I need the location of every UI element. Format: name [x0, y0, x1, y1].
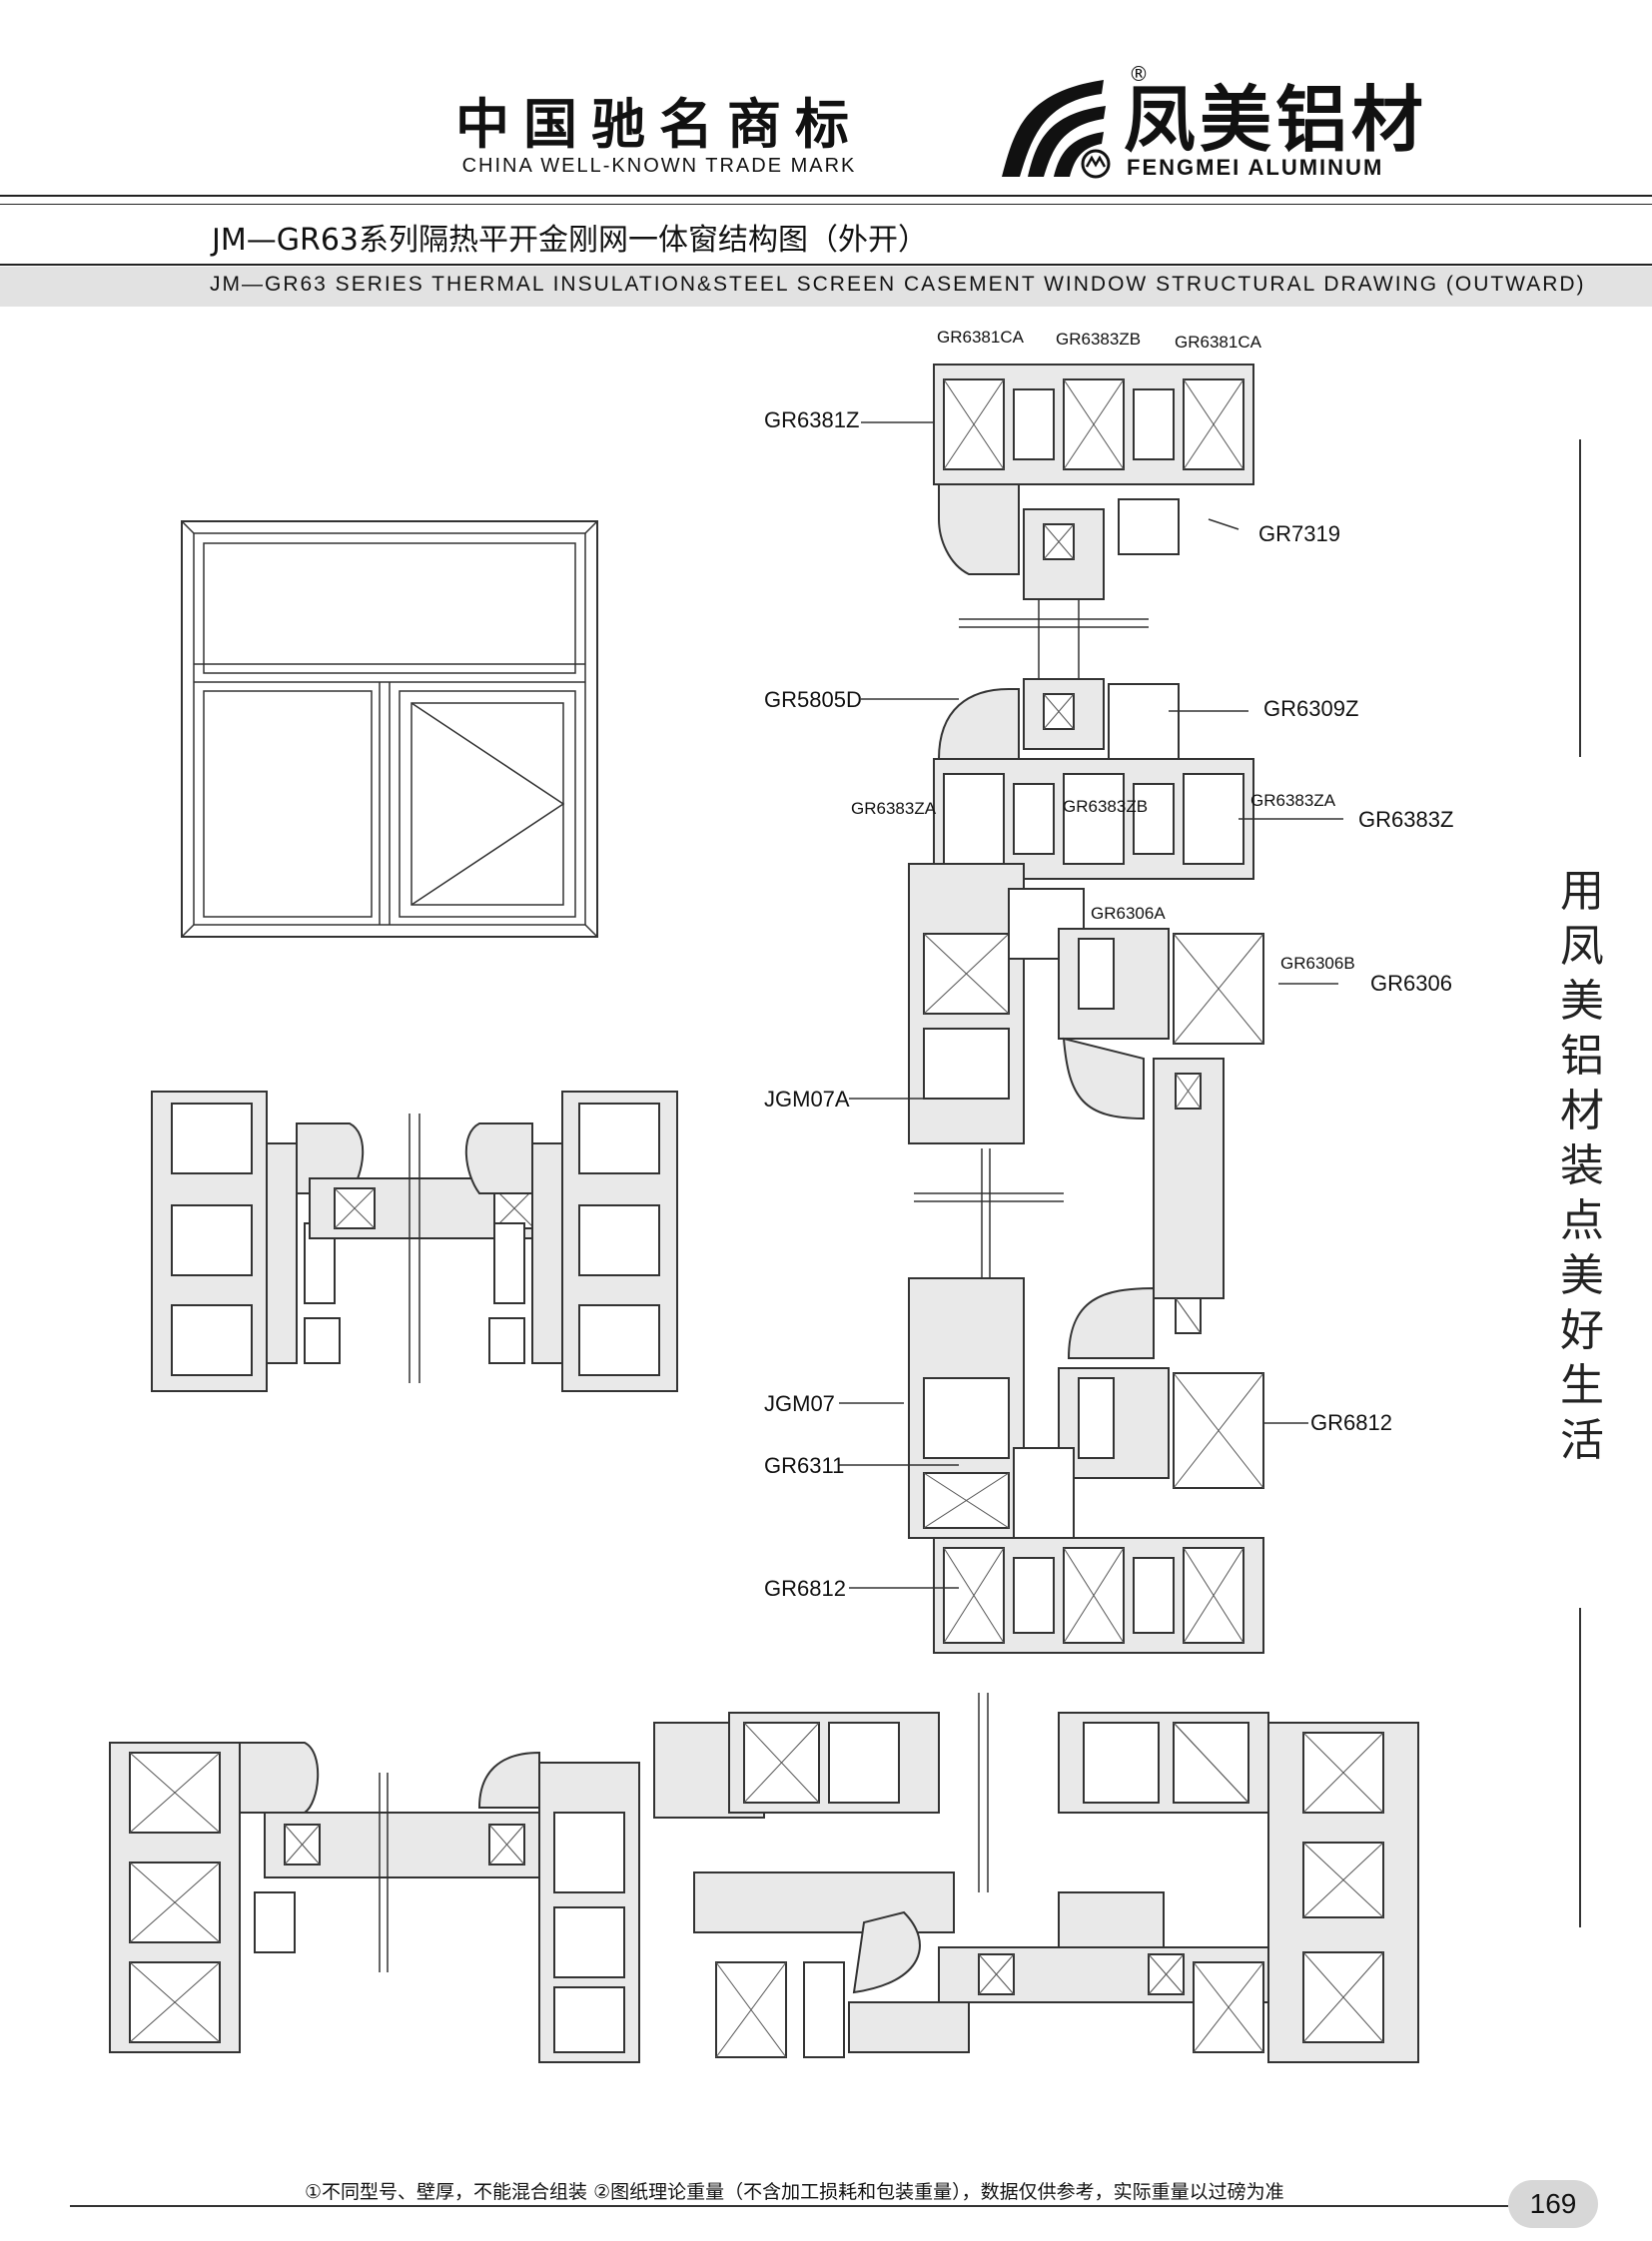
window-elevation-diagram [181, 520, 598, 938]
horizontal-section-left-diagram [151, 1091, 678, 1392]
horizontal-section-bottom-diagram [109, 1693, 1419, 2063]
trademark-block: 中国驰名商标 CHINA WELL-KNOWN TRADE MARK [439, 95, 879, 178]
footer-rule [70, 2205, 1508, 2207]
label-gr6306b: GR6306B [1280, 954, 1355, 973]
page-number: 169 [1508, 2180, 1598, 2228]
trademark-en: CHINA WELL-KNOWN TRADE MARK [461, 155, 857, 177]
side-slogan: 用凤美铝材 装点美好生活 [1560, 866, 1604, 1466]
label-gr6381ca-left: GR6381CA [937, 328, 1024, 347]
fengmei-logo-icon [1002, 80, 1111, 179]
title-en-bar [0, 267, 1652, 307]
label-gr5805d: GR5805D [764, 687, 862, 712]
label-gr7319: GR7319 [1258, 521, 1340, 546]
company-name-cn: 凤美铝材 [1124, 78, 1428, 162]
label-gr6383za-right: GR6383ZA [1250, 791, 1336, 810]
company-name-en: FENGMEI ALUMINUM [1127, 155, 1384, 180]
trademark-cn: 中国驰名商标 [455, 93, 863, 156]
label-jgm07: JGM07 [764, 1391, 835, 1416]
label-gr6383za-left: GR6383ZA [851, 799, 937, 818]
label-gr6311: GR6311 [764, 1453, 845, 1478]
title-rule [0, 264, 1652, 266]
header-rule [0, 195, 1652, 197]
footer-note: ①不同型号、壁厚，不能混合组装 ②图纸理论重量（不含加工损耗和包装重量），数据仅… [305, 2181, 1284, 2203]
vertical-section-sash-diagram [908, 863, 1264, 1654]
label-gr6306a: GR6306A [1091, 904, 1166, 923]
label-gr6381ca-right: GR6381CA [1175, 333, 1261, 352]
side-rule-top [1579, 439, 1581, 757]
label-gr6812-right: GR6812 [1310, 1410, 1392, 1435]
page-title-en: JM—GR63 SERIES THERMAL INSULATION&STEEL … [210, 273, 1586, 296]
label-gr6306: GR6306 [1370, 971, 1452, 996]
registered-mark: ® [1129, 62, 1149, 86]
label-gr6381z: GR6381Z [764, 407, 860, 432]
label-jgm07a: JGM07A [764, 1087, 850, 1112]
label-gr6383zb-top: GR6383ZB [1056, 330, 1142, 349]
vertical-section-top-diagram [933, 364, 1254, 880]
label-gr6812-left: GR6812 [764, 1576, 846, 1601]
header-rule-thin [0, 204, 1652, 205]
page-title-cn: JM—GR63系列隔热平开金刚网一体窗结构图（外开） [212, 223, 928, 258]
label-gr6383zb-mid: GR6383ZB [1063, 797, 1149, 816]
side-rule-bottom [1579, 1608, 1581, 1927]
label-gr6309z: GR6309Z [1263, 696, 1359, 721]
label-gr6383z: GR6383Z [1358, 807, 1454, 832]
